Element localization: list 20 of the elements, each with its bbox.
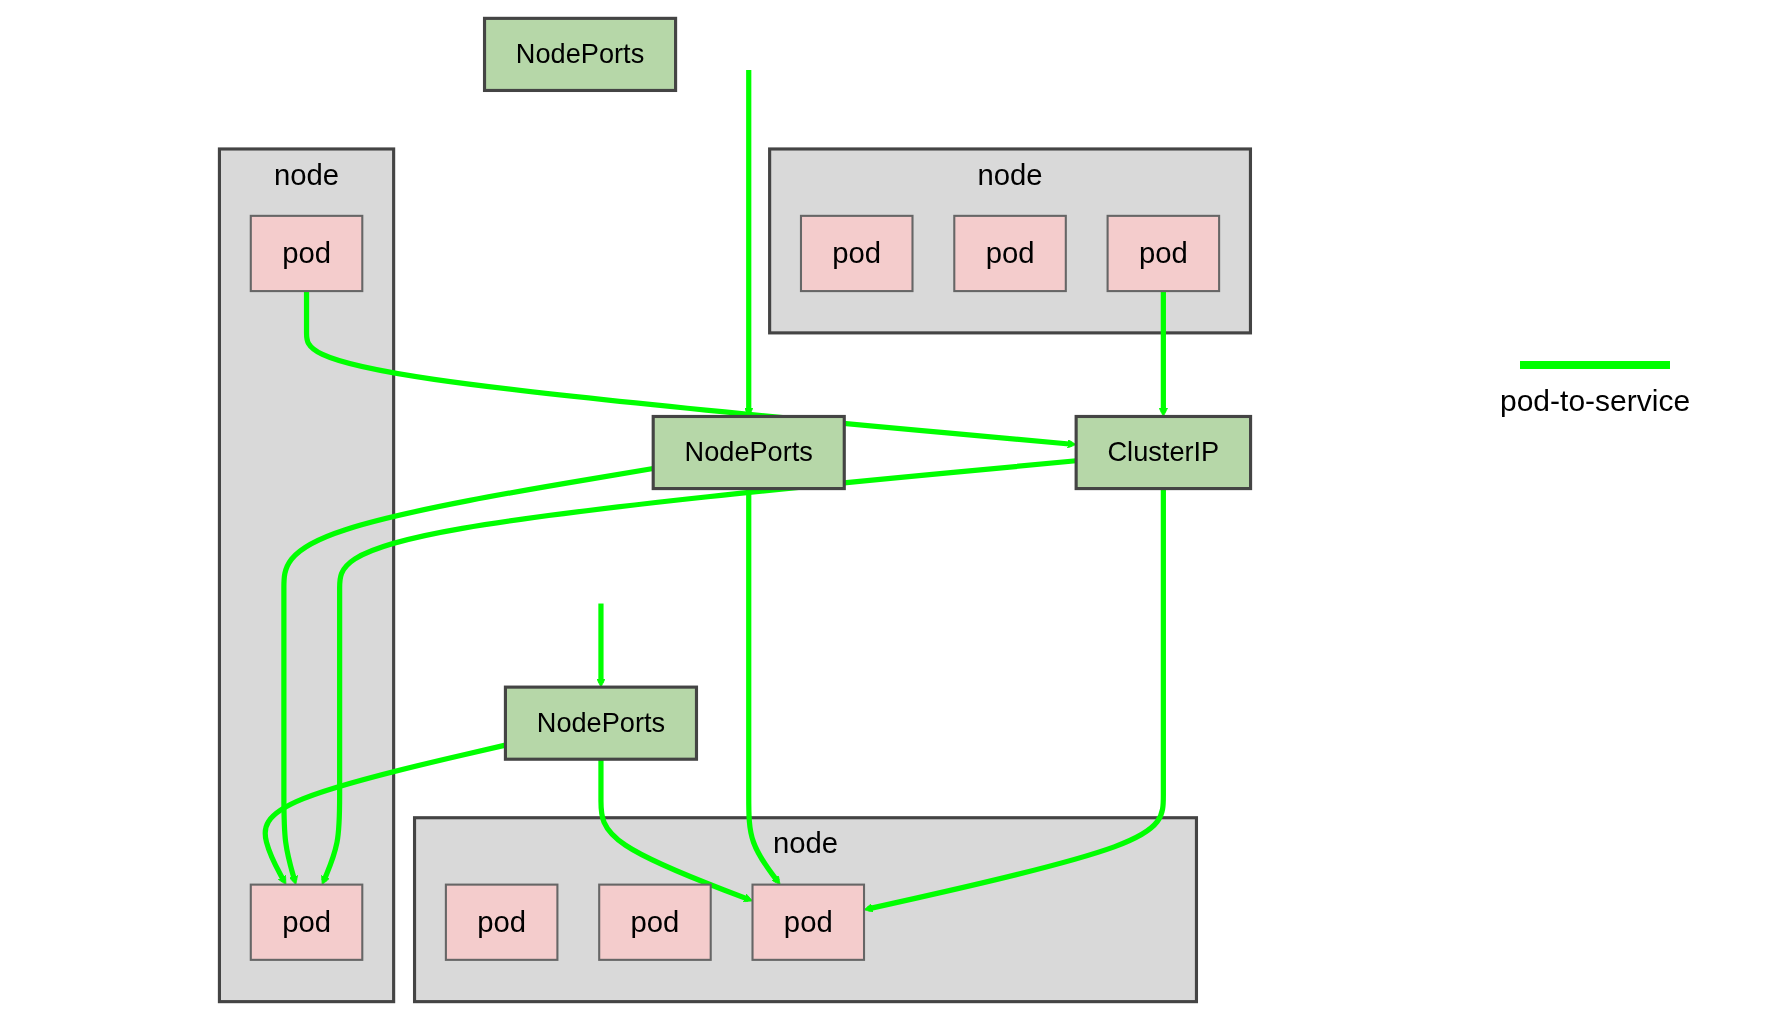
diagram-drawing: node node node NodePorts pod pod pod pod NodePorts ClusterIP NodePorts pod pod pod pod (10, 10, 1460, 1010)
arrow (598, 759, 753, 903)
node-box (482, 16, 678, 93)
node-box (503, 685, 699, 761)
node-box (598, 883, 712, 961)
node-box (249, 883, 364, 961)
node-box (1106, 214, 1221, 293)
cluster (217, 147, 396, 1004)
node-box (799, 214, 914, 293)
node-box (953, 214, 1067, 293)
cluster (412, 816, 1199, 1004)
cluster (768, 147, 1253, 335)
node-box (249, 214, 364, 293)
node-box (751, 883, 866, 961)
node-box (651, 414, 846, 491)
arrow (1158, 291, 1168, 417)
node-box (444, 883, 559, 961)
arrow (596, 603, 606, 688)
node-box (1074, 414, 1253, 491)
legend-text: pod-to-service (1500, 384, 1691, 418)
